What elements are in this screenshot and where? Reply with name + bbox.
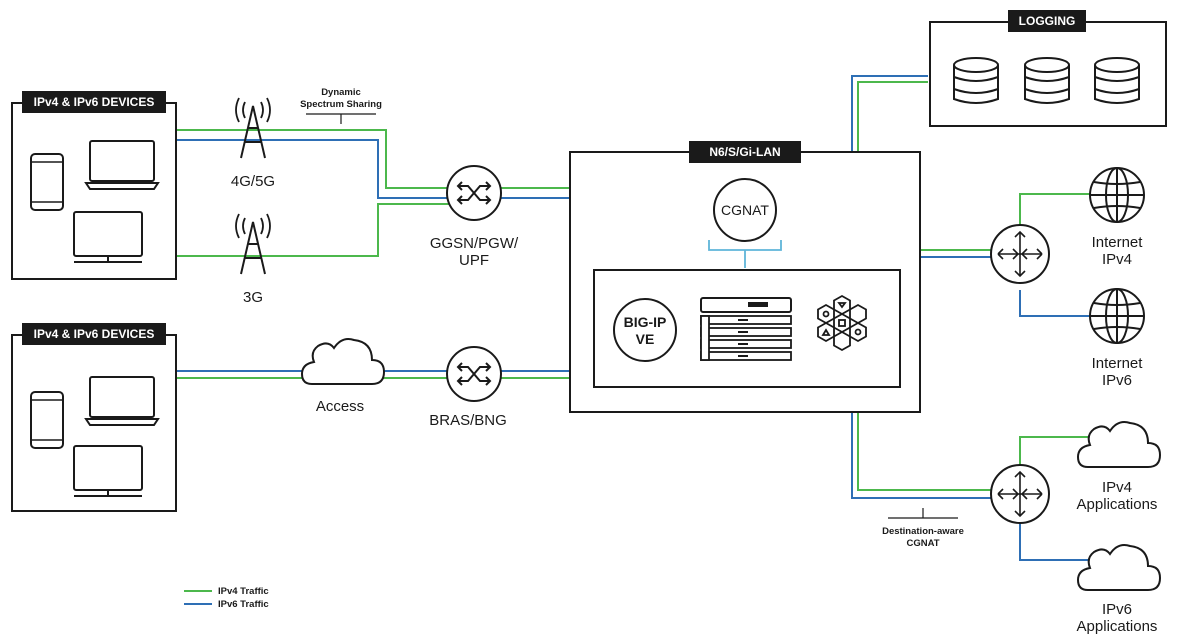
- globe-icon: [1089, 167, 1145, 223]
- cell-tower-icon: [235, 97, 271, 159]
- internet-v4: Internet IPv4: [1089, 167, 1145, 268]
- devices-box-top: IPv4 & IPv6 DEVICES: [11, 91, 177, 280]
- logging-title: LOGGING: [1019, 14, 1076, 28]
- ggsn-node: GGSN/PGW/ UPF: [430, 165, 519, 269]
- cgnat-label: CGNAT: [721, 202, 769, 218]
- n6-title: N6/S/Gi-LAN: [709, 145, 780, 159]
- cgnat-node: [713, 178, 777, 242]
- access-node: Access: [301, 338, 385, 415]
- switch-icon: [446, 346, 502, 402]
- tower-3g-label: 3G: [243, 289, 263, 306]
- cgnat-bracket: [708, 240, 782, 268]
- cloud-icon: [1077, 421, 1161, 468]
- hexagon-cluster-icon: [817, 294, 867, 352]
- bras-label: BRAS/BNG: [429, 412, 507, 429]
- cloud-icon: [301, 338, 385, 385]
- apps-v6: IPv6 Applications: [1077, 544, 1161, 635]
- apps-v4: IPv4 Applications: [1077, 421, 1161, 513]
- dest-cgnat-label-1: Destination-aware: [882, 526, 964, 537]
- devices-title-bar: [22, 91, 166, 113]
- dss-label-1: Dynamic: [321, 87, 361, 98]
- legend-ipv4-label: IPv4 Traffic: [218, 586, 269, 597]
- dss-label-2: Spectrum Sharing: [300, 99, 382, 110]
- dss-annotation: Dynamic Spectrum Sharing: [300, 87, 382, 124]
- internet-v4-label-2: IPv4: [1102, 251, 1132, 268]
- ggsn-label-1: GGSN/PGW/: [430, 235, 519, 252]
- cloud-icon: [1077, 544, 1161, 591]
- tower-3g: 3G: [235, 213, 271, 306]
- internet-v6: Internet IPv6: [1089, 288, 1145, 389]
- devices-title-bottom: IPv4 & IPv6 DEVICES: [34, 327, 155, 341]
- legend: IPv4 Traffic IPv6 Traffic: [218, 586, 269, 610]
- bras-node: BRAS/BNG: [429, 346, 507, 429]
- access-label: Access: [316, 398, 364, 415]
- devices-box-bottom: IPv4 & IPv6 DEVICES: [11, 323, 177, 512]
- cell-tower-icon: [235, 213, 271, 275]
- server-rack-icon: [700, 297, 792, 361]
- internet-v6-label-2: IPv6: [1102, 372, 1132, 389]
- globe-icon: [1089, 288, 1145, 344]
- bigip-node: [613, 298, 677, 362]
- apps-v6-label-1: IPv6: [1102, 601, 1132, 618]
- bigip-label-1: BIG-IP: [624, 314, 667, 330]
- ggsn-label-2: UPF: [459, 252, 489, 269]
- internet-router-icon: [990, 224, 1050, 284]
- devices-title-top: IPv4 & IPv6 DEVICES: [34, 95, 155, 109]
- apps-v4-label-2: Applications: [1077, 496, 1158, 513]
- bigip-label-2: VE: [636, 331, 655, 347]
- apps-v4-label-1: IPv4: [1102, 479, 1132, 496]
- apps-router-icon: [990, 464, 1050, 524]
- logging-box: LOGGING: [929, 10, 1167, 127]
- internet-v4-label-1: Internet: [1092, 234, 1144, 251]
- legend-ipv6-label: IPv6 Traffic: [218, 599, 269, 610]
- internet-v6-label-1: Internet: [1092, 355, 1144, 372]
- tower-4g5g: 4G/5G: [231, 97, 275, 190]
- n6-box: N6/S/Gi-LAN CGNAT BIG-IP VE: [569, 141, 921, 413]
- dest-cgnat-annotation: Destination-aware CGNAT: [882, 508, 964, 549]
- apps-v6-label-2: Applications: [1077, 618, 1158, 635]
- dest-cgnat-label-2: CGNAT: [906, 538, 939, 549]
- switch-icon: [446, 165, 502, 221]
- tower-4g5g-label: 4G/5G: [231, 173, 275, 190]
